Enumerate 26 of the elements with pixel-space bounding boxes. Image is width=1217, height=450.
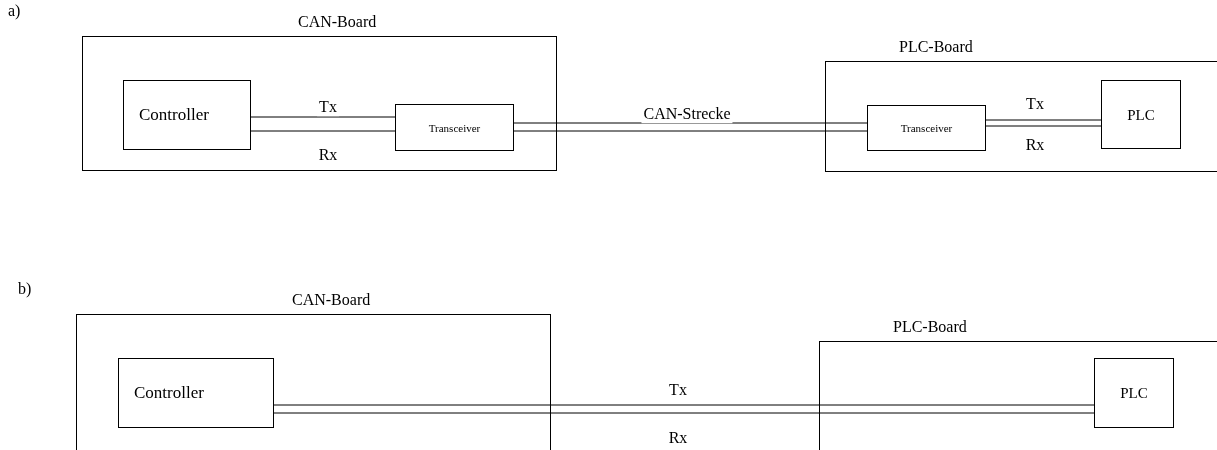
component-label: Transceiver	[428, 121, 481, 134]
signal-line	[985, 119, 1102, 121]
component-box	[395, 104, 514, 151]
edge-label: CAN-Strecke	[641, 105, 733, 123]
panel-letter: a)	[8, 2, 21, 20]
board-heading: CAN-Board	[292, 291, 371, 309]
signal-line	[273, 412, 1095, 414]
component-label: PLC	[1120, 384, 1148, 402]
component-box	[867, 105, 986, 151]
signal-line	[250, 116, 396, 118]
component-box	[1094, 358, 1174, 428]
component-box	[118, 358, 274, 428]
component-label: PLC	[1127, 106, 1155, 123]
component-label: Transceiver	[900, 122, 953, 134]
signal-line	[985, 125, 1102, 127]
component-box	[123, 80, 251, 150]
signal-line	[273, 404, 1095, 406]
signal-line	[250, 130, 396, 132]
board-heading: PLC-Board	[899, 38, 973, 56]
board-heading: CAN-Board	[298, 13, 377, 31]
signal-line	[513, 130, 868, 132]
component-label: Controller	[139, 105, 209, 125]
panel-letter: b)	[18, 280, 32, 298]
component-label: Controller	[134, 383, 204, 403]
component-box	[1101, 80, 1181, 149]
board-heading: PLC-Board	[893, 318, 967, 336]
